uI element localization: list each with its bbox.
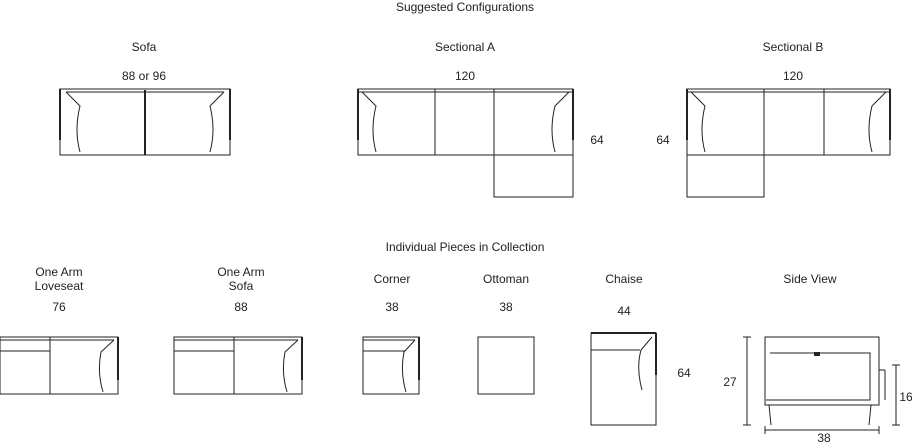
one-arm-sofa-label-line1: One Arm <box>217 265 265 279</box>
one-arm-loveseat-drawing <box>0 336 119 395</box>
one-arm-loveseat-label: One Arm Loveseat <box>14 265 104 293</box>
sofa-drawing <box>59 88 231 156</box>
sectional-b-width-label: 120 <box>782 69 804 83</box>
page-title: Suggested Configurations <box>395 0 535 14</box>
sectional-a-depth-label: 64 <box>590 133 604 147</box>
sectional-b-label: Sectional B <box>762 40 824 54</box>
sofa-width-label: 88 or 96 <box>121 69 167 83</box>
corner-width-label: 38 <box>385 300 399 314</box>
corner-label: Corner <box>373 272 411 286</box>
one-arm-sofa-width-label: 88 <box>234 300 248 314</box>
one-arm-sofa-label: One Arm Sofa <box>196 265 286 293</box>
one-arm-loveseat-label-line2: Loveseat <box>34 279 84 293</box>
side-view-seat-height-label: 16 <box>899 390 913 404</box>
corner-drawing <box>362 336 420 395</box>
sectional-a-drawing <box>357 88 574 198</box>
sectional-a-width-label: 120 <box>454 69 476 83</box>
side-view-height-label: 27 <box>723 375 737 389</box>
sectional-b-depth-label: 64 <box>656 133 670 147</box>
one-arm-loveseat-width-label: 76 <box>52 300 66 314</box>
ottoman-width-label: 38 <box>499 300 513 314</box>
chaise-label: Chaise <box>605 272 643 286</box>
chaise-width-label: 44 <box>617 304 631 318</box>
chaise-depth-label: 64 <box>677 366 691 380</box>
sofa-label: Sofa <box>131 40 157 54</box>
side-view-drawing <box>743 336 900 434</box>
one-arm-loveseat-label-line1: One Arm <box>35 265 83 279</box>
pieces-title: Individual Pieces in Collection <box>385 240 545 254</box>
side-view-label: Side View <box>783 272 837 286</box>
sectional-b-drawing <box>686 88 891 198</box>
ottoman-drawing <box>477 336 535 395</box>
ottoman-label: Ottoman <box>482 272 530 286</box>
sectional-a-label: Sectional A <box>434 40 496 54</box>
side-view-depth-label: 38 <box>817 431 831 445</box>
one-arm-sofa-label-line2: Sofa <box>228 279 254 293</box>
chaise-drawing <box>590 332 657 426</box>
one-arm-sofa-drawing <box>173 336 303 395</box>
